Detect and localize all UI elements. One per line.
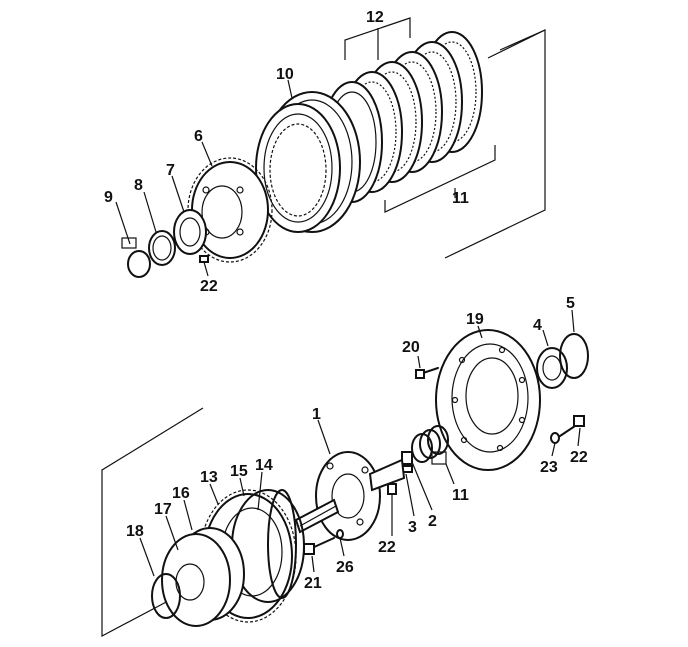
callout-17: 17 bbox=[154, 501, 172, 518]
callout-10: 10 bbox=[276, 66, 294, 83]
bearing-upper bbox=[173, 209, 207, 255]
pin-22-lower bbox=[387, 483, 397, 495]
bolt-21 bbox=[303, 529, 344, 555]
seal-rings-11 bbox=[411, 425, 449, 465]
callout-8: 8 bbox=[134, 177, 143, 194]
upper-assembly bbox=[115, 17, 546, 278]
spring-2 bbox=[401, 451, 413, 465]
snap-ring-5 bbox=[559, 333, 589, 379]
pin-22-upper bbox=[199, 255, 209, 263]
shaft-hub bbox=[294, 451, 406, 541]
clutch-drum bbox=[255, 91, 361, 233]
callout-15: 15 bbox=[230, 463, 248, 480]
callout-14: 14 bbox=[255, 457, 273, 474]
callout-12: 12 bbox=[366, 9, 384, 26]
callout-bracket-11-upper bbox=[384, 145, 496, 213]
callout-16: 16 bbox=[172, 485, 190, 502]
callout-3: 3 bbox=[408, 519, 417, 536]
cone-16-17 bbox=[161, 527, 245, 627]
callout-22-lower: 22 bbox=[378, 539, 396, 556]
callout-23: 23 bbox=[540, 459, 558, 476]
callout-22-right: 22 bbox=[570, 449, 588, 466]
lower-frame-lines bbox=[101, 407, 204, 637]
snap-ring-9 bbox=[127, 250, 151, 278]
callout-9: 9 bbox=[104, 189, 113, 206]
cover-plate bbox=[435, 329, 541, 471]
bolt-22-right bbox=[550, 415, 585, 444]
callout-6: 6 bbox=[194, 128, 203, 145]
callout-11-lower: 11 bbox=[452, 487, 469, 504]
callout-1: 1 bbox=[312, 406, 321, 423]
lower-assembly bbox=[101, 309, 589, 637]
snap-ring-18 bbox=[151, 573, 181, 619]
callout-labels: 12 10 6 7 8 9 11 22 20 19 4 5 1 14 15 13… bbox=[104, 9, 588, 592]
callout-5: 5 bbox=[566, 295, 575, 312]
callout-2: 2 bbox=[428, 513, 437, 530]
callout-13: 13 bbox=[200, 469, 218, 486]
upper-frame-lines bbox=[444, 29, 546, 259]
callout-21: 21 bbox=[304, 575, 322, 592]
bolt-20 bbox=[415, 367, 439, 379]
ring-gear bbox=[187, 157, 273, 263]
callout-22-upper: 22 bbox=[200, 278, 218, 295]
callout-4: 4 bbox=[533, 317, 542, 334]
callout-7: 7 bbox=[166, 162, 175, 179]
ring-14 bbox=[267, 489, 297, 599]
callout-18: 18 bbox=[126, 523, 144, 540]
callout-26: 26 bbox=[336, 559, 354, 576]
callout-19: 19 bbox=[466, 311, 484, 328]
callout-20: 20 bbox=[402, 339, 420, 356]
callout-11-upper: 11 bbox=[452, 190, 469, 207]
